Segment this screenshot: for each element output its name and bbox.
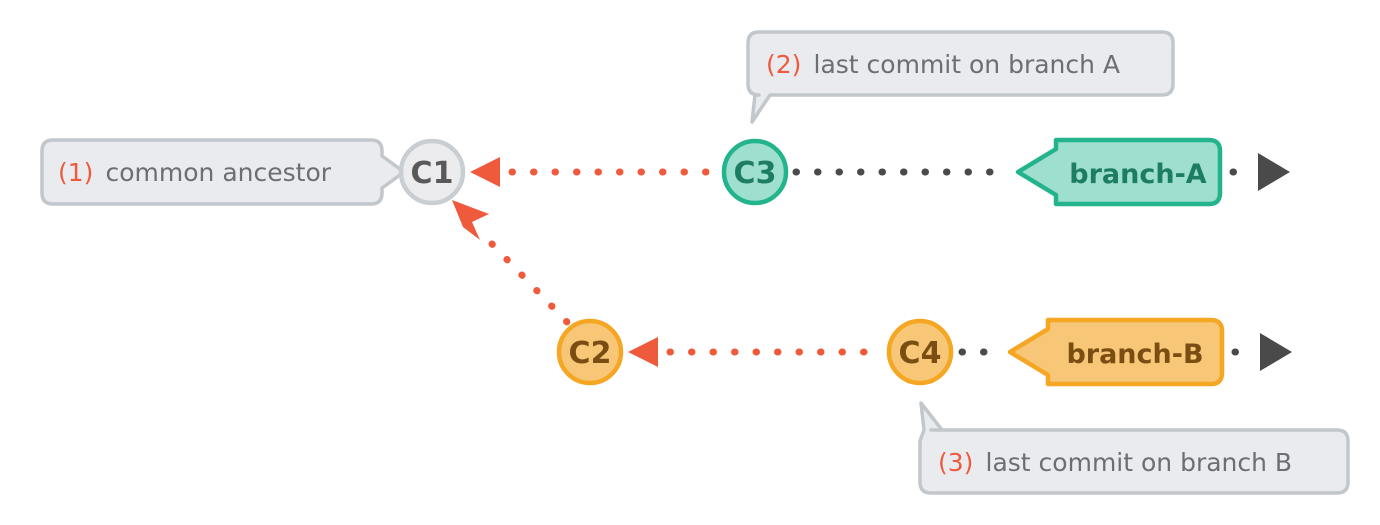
callout-3-content: (3) last commit on branch B (938, 448, 1292, 477)
commit-c3-label: C3 (734, 156, 777, 191)
commit-node-c3[interactable]: C3 (721, 138, 789, 206)
callout-common-ancestor: (1) common ancestor (40, 138, 406, 206)
callout-1-number: (1) (58, 158, 93, 187)
arrowhead-c2-to-c1 (452, 200, 489, 240)
callout-1-content: (1) common ancestor (58, 158, 332, 187)
commit-node-c2[interactable]: C2 (556, 318, 624, 386)
commit-c4-label: C4 (899, 336, 942, 371)
commit-c4-circle (886, 318, 954, 386)
commit-c1-label: C1 (411, 156, 454, 191)
branch-tag-a-shape (1015, 137, 1223, 207)
edge-c3-to-c1 (470, 157, 722, 187)
callout-3-bubble (918, 401, 1350, 495)
branch-tag-b-label: branch-B (1066, 339, 1203, 370)
callout-1-bubble (40, 138, 406, 206)
commit-c1-circle (398, 138, 466, 206)
callout-3-text: last commit on branch B (986, 448, 1293, 477)
callout-last-commit-branch-a: (2) last commit on branch A (746, 30, 1175, 124)
branch-tag-b-shape (1007, 317, 1225, 387)
head-marker-b-triangle-icon (1260, 333, 1292, 371)
arrowhead-c3-to-c1 (470, 157, 500, 187)
branch-tag-branch-b[interactable]: branch-B (1007, 317, 1225, 387)
edge-c4-to-c2 (628, 337, 887, 367)
arrowhead-c4-to-c2 (628, 337, 658, 367)
edge-c2-to-c1 (452, 200, 571, 326)
callout-1-text: common ancestor (106, 158, 332, 187)
edge-c2-to-c1-line (488, 240, 571, 326)
commit-node-c1[interactable]: C1 (398, 138, 466, 206)
callout-2-content: (2) last commit on branch A (766, 50, 1120, 79)
commit-c2-label: C2 (569, 336, 612, 371)
callout-2-text: last commit on branch A (814, 50, 1121, 79)
callout-2-number: (2) (766, 50, 801, 79)
callout-last-commit-branch-b: (3) last commit on branch B (918, 401, 1350, 495)
commit-node-c4[interactable]: C4 (886, 318, 954, 386)
head-marker-a-triangle-icon (1258, 153, 1290, 191)
branch-tag-branch-a[interactable]: branch-A (1015, 137, 1223, 207)
branch-tag-a-label: branch-A (1069, 159, 1207, 190)
commit-c3-circle (721, 138, 789, 206)
callout-2-bubble (746, 30, 1175, 124)
callout-3-number: (3) (938, 448, 973, 477)
commit-c2-circle (556, 318, 624, 386)
